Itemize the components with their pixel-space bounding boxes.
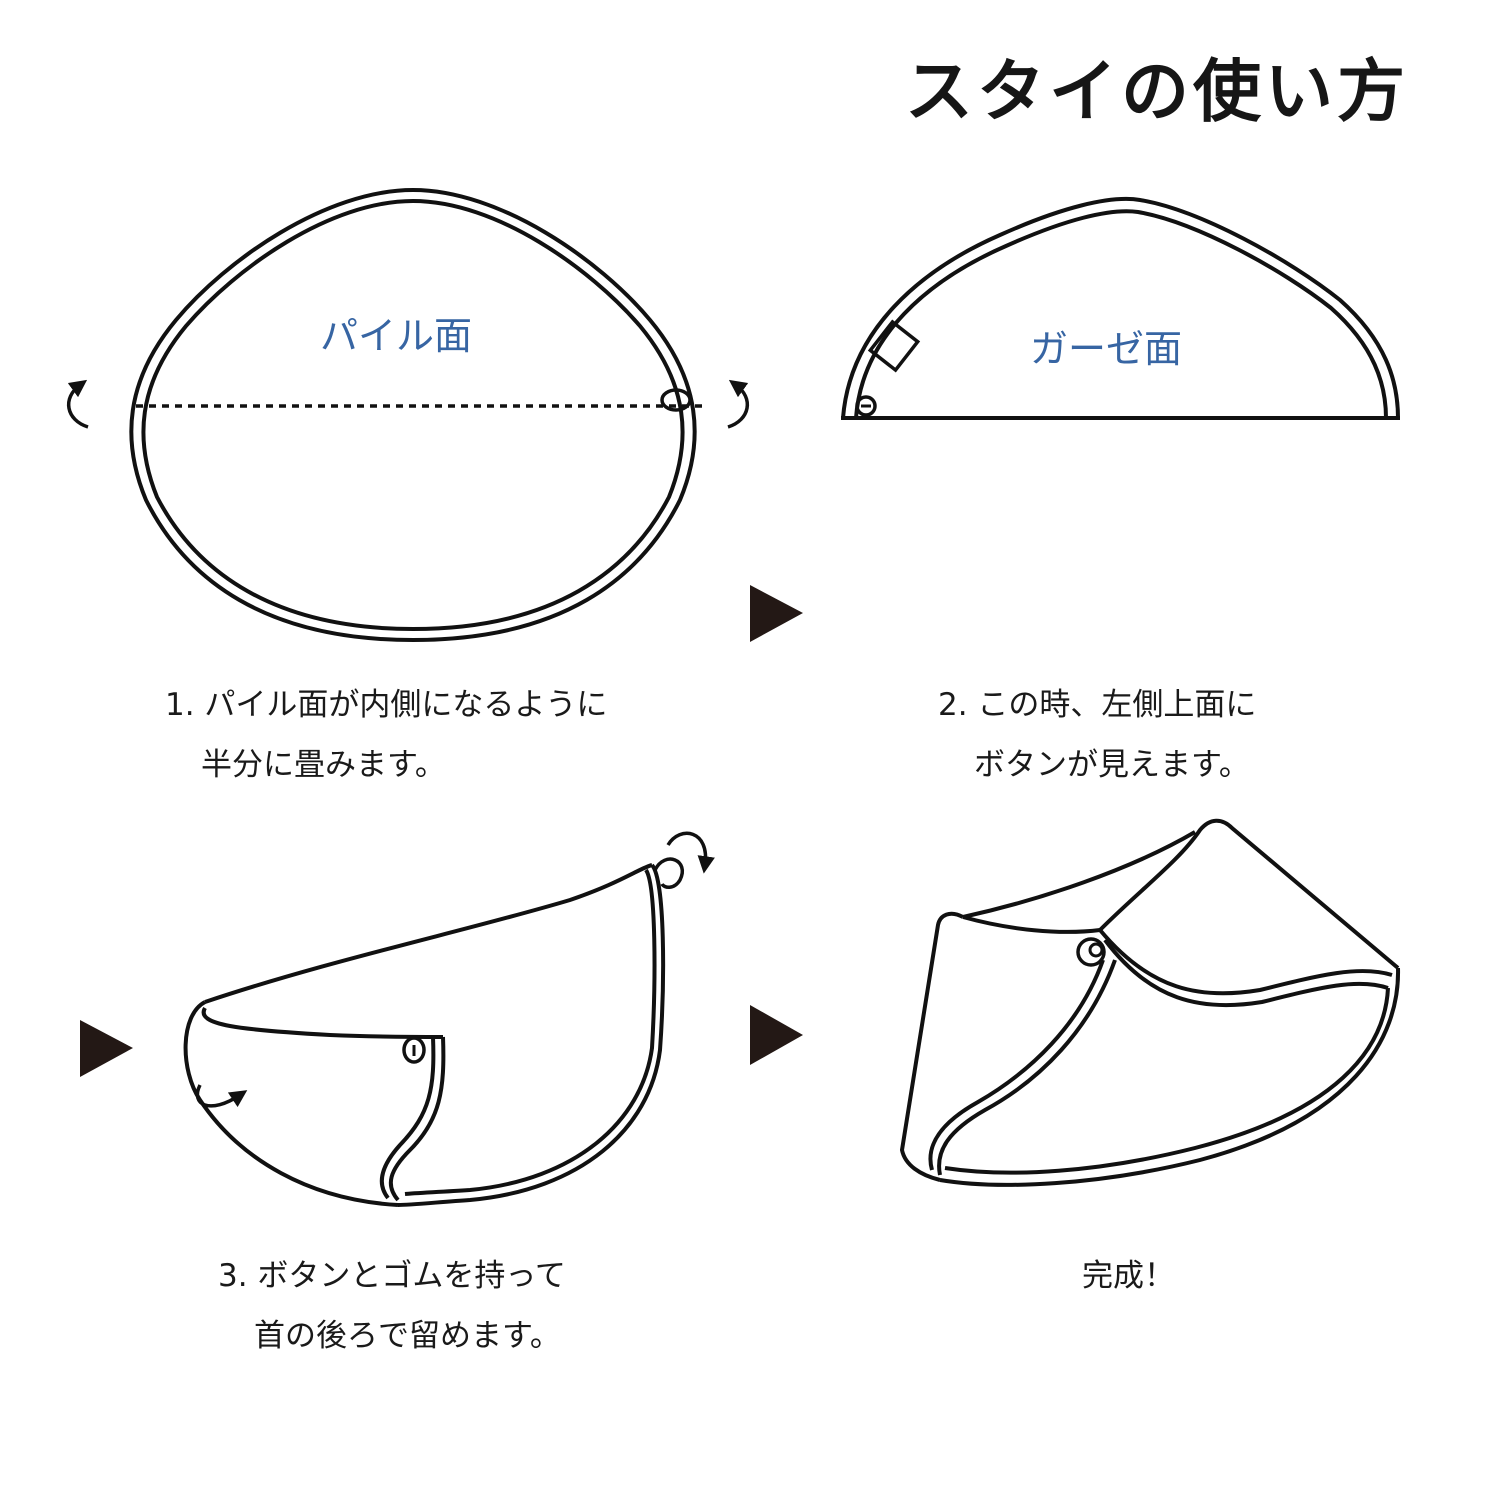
binding-center-outer <box>388 1036 446 1202</box>
bib-top-edge <box>204 863 653 1004</box>
folded-outer-outline <box>841 196 1400 419</box>
back-panel <box>899 911 964 1182</box>
folded-inner-outline <box>854 209 1388 419</box>
complete-caption: 完成！ <box>1082 1246 1175 1306</box>
step2-caption-line2: ボタンが見えます。 <box>974 747 1250 783</box>
right-edge <box>939 967 1401 1187</box>
binding-top-inner <box>1103 938 1389 1008</box>
turn-arrow-bottom-icon <box>195 1084 248 1108</box>
elastic-loop-icon <box>660 388 692 412</box>
next-arrow-icon <box>80 1020 133 1077</box>
step3-wrap-diagram <box>183 831 715 1207</box>
bib-left-fold <box>183 1000 399 1207</box>
snap-button-icon <box>402 1036 426 1064</box>
pile-side-label: パイル面 <box>320 314 473 358</box>
step2-caption: 2. この時、左側上面に ボタンが見えます。 <box>938 675 1256 795</box>
next-arrow-icon <box>750 585 803 642</box>
front-flap-left <box>1098 818 1400 970</box>
fold-arrow-left-icon <box>66 379 89 429</box>
bib-inner-outline <box>141 198 685 632</box>
step1-caption-line2: 半分に畳みます。 <box>201 747 446 783</box>
step3-caption-line1: 3. ボタンとゴムを持って <box>218 1258 566 1294</box>
binding-inner-right <box>404 868 657 1196</box>
binding-outer-right <box>397 863 666 1207</box>
complete-caption-text: 完成！ <box>1082 1258 1175 1294</box>
top-edge-back <box>962 830 1197 919</box>
binding-right-inner <box>944 987 1390 1175</box>
step2-caption-line1: 2. この時、左側上面に <box>938 687 1257 723</box>
snap-button-icon <box>1076 937 1106 967</box>
step2-folded-diagram <box>841 196 1400 420</box>
complete-diagram <box>899 818 1401 1187</box>
top-edge-left <box>962 915 1101 934</box>
bib-outer-outline <box>129 187 697 643</box>
step1-caption: 1. パイル面が内側になるように 半分に畳みます。 <box>165 675 607 795</box>
next-arrow-icon <box>750 1005 803 1065</box>
bib-inner-curve <box>201 1006 444 1039</box>
page-title: スタイの使い方 <box>905 52 1410 132</box>
tag-icon <box>867 319 921 373</box>
step1-bib-diagram <box>66 187 750 643</box>
binding-left-inner <box>928 959 1105 1171</box>
step1-caption-line1: 1. パイル面が内側になるように <box>165 687 608 723</box>
snap-button-icon <box>855 395 877 417</box>
step3-caption: 3. ボタンとゴムを持って 首の後ろで留めます。 <box>218 1246 566 1366</box>
gauze-side-label: ガーゼ面 <box>1030 327 1183 371</box>
fold-arrow-right-icon <box>727 379 750 429</box>
step3-caption-line2: 首の後ろで留めます。 <box>254 1318 561 1354</box>
binding-center-inner <box>379 1036 436 1200</box>
binding-left-outer <box>937 959 1117 1176</box>
elastic-loop-icon <box>653 857 684 889</box>
binding-top-outer <box>1098 928 1393 996</box>
turn-arrow-top-icon <box>666 831 715 874</box>
